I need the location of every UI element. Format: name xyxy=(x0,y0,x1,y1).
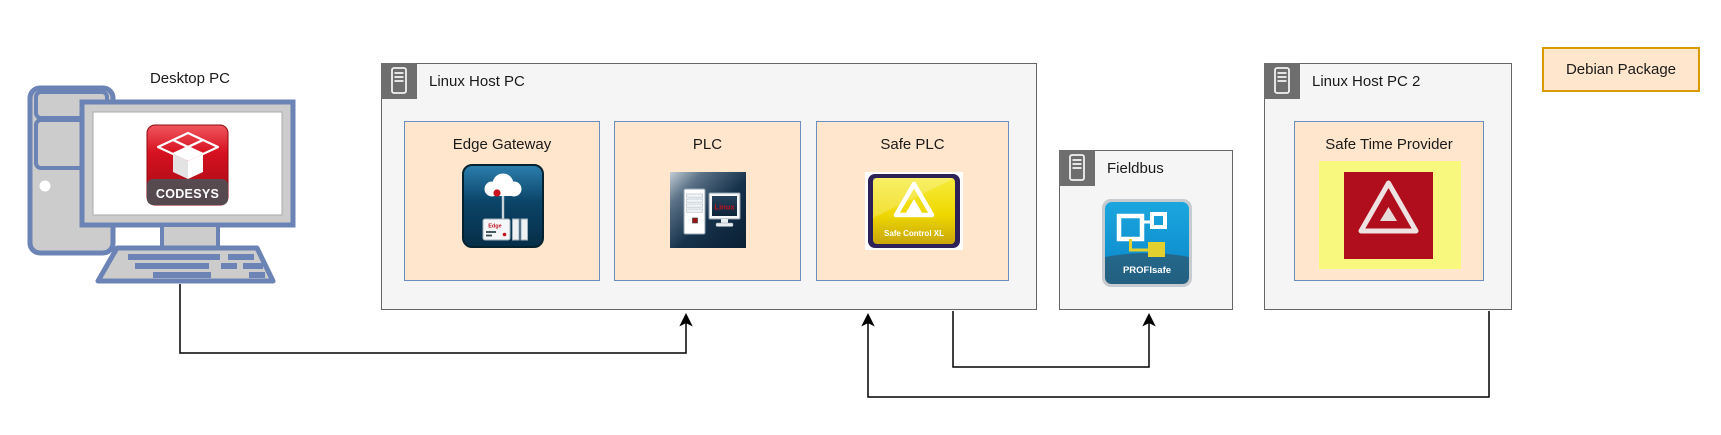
server-badge xyxy=(1059,150,1095,186)
safe-plc-node[interactable]: Safe PLC Safe Control XL xyxy=(816,121,1009,281)
server-badge xyxy=(1264,63,1300,99)
desktop-pc-icon: CODESYS xyxy=(27,85,296,284)
server-icon xyxy=(391,67,407,94)
edge-gateway-label: Edge Gateway xyxy=(452,136,552,153)
desktop-pc-node[interactable]: CODESYS xyxy=(25,83,305,288)
profisafe-icon: PROFIsafe xyxy=(1102,199,1192,287)
edge-safe-plc-to-fieldbus xyxy=(952,311,1156,368)
desktop-pc-label: Desktop PC xyxy=(149,70,231,87)
server-icon xyxy=(1069,154,1085,181)
linux-host-pc-title: Linux Host PC xyxy=(429,73,525,90)
keyboard-icon xyxy=(95,245,276,284)
debian-package-node[interactable]: Debian Package xyxy=(1542,47,1700,92)
warning-triangle-icon xyxy=(1358,180,1419,234)
fieldbus-title: Fieldbus xyxy=(1107,160,1164,177)
codesys-icon: CODESYS xyxy=(146,124,229,206)
server-icon xyxy=(1274,67,1290,94)
linux-host-pc-2-title: Linux Host PC 2 xyxy=(1312,73,1421,90)
linux-screen-text: Linux xyxy=(715,203,736,212)
edge-lhpc2-to-safe-plc xyxy=(861,311,1490,398)
linux-host-pc-container[interactable]: Linux Host PC Edge Gateway xyxy=(381,63,1037,310)
safe-plc-label: Safe PLC xyxy=(880,136,945,153)
edge-gateway-node[interactable]: Edge Gateway Edge xyxy=(404,121,600,281)
debian-package-label: Debian Package xyxy=(1565,61,1677,78)
safety-triangle-icon xyxy=(893,181,935,218)
monitor-stand xyxy=(160,223,220,250)
safe-control-xl-icon: Safe Control XL xyxy=(865,172,963,250)
plc-linux-icon: Linux xyxy=(670,172,746,248)
edge-device-text: Edge xyxy=(488,224,501,230)
plc-node[interactable]: PLC xyxy=(614,121,801,281)
cloud-dot xyxy=(493,189,501,197)
safe-control-xl-text: Safe Control XL xyxy=(884,229,944,238)
safe-time-provider-node[interactable]: Safe Time Provider xyxy=(1294,121,1484,281)
edge-gateway-icon: Edge xyxy=(462,164,544,248)
plc-label: PLC xyxy=(692,136,723,153)
server-badge xyxy=(381,63,417,99)
safe-time-provider-icon xyxy=(1319,161,1461,269)
codesys-logo-text: CODESYS xyxy=(156,187,219,201)
fieldbus-container[interactable]: Fieldbus PROFIsafe xyxy=(1059,150,1233,310)
linux-host-pc-2-container[interactable]: Linux Host PC 2 Safe Time Provider xyxy=(1264,63,1512,310)
profisafe-text: PROFIsafe xyxy=(1123,265,1171,276)
safe-time-provider-label: Safe Time Provider xyxy=(1325,136,1453,153)
